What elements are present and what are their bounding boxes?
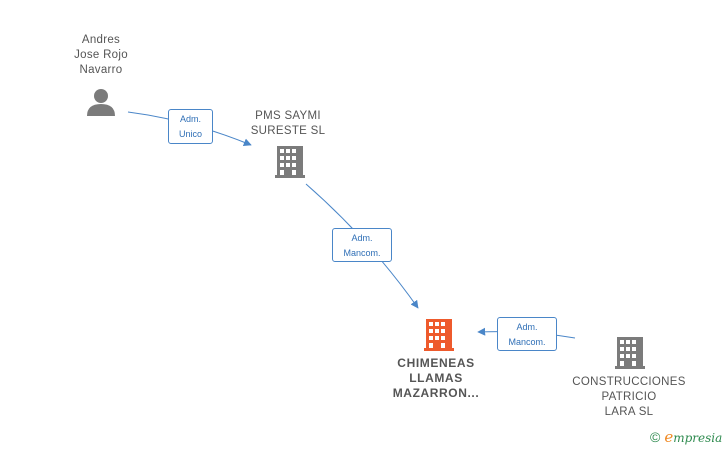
building-icon[interactable]: [275, 146, 305, 178]
node-label-line: Navarro: [79, 64, 123, 76]
node-label-construcciones[interactable]: CONSTRUCCIONES PATRICIO LARA SL: [566, 375, 692, 420]
node-label-line: Jose Rojo: [74, 49, 128, 61]
edge-label-line: Adm.: [179, 114, 201, 124]
brand-name: mpresia: [673, 431, 723, 445]
node-label-line: PMS SAYMI: [255, 110, 321, 122]
building-icon[interactable]: [615, 337, 645, 369]
building-icon[interactable]: [424, 319, 454, 351]
edge-label-adm-unico[interactable]: Adm. Unico: [168, 109, 213, 144]
node-label-line: LLAMAS: [409, 371, 463, 385]
copyright-icon: ©: [650, 429, 661, 445]
edge-label-line: Adm.: [516, 322, 538, 332]
node-label-line: SURESTE SL: [250, 125, 326, 137]
node-label-line: CHIMENEAS: [397, 356, 475, 370]
node-label-line: Andres: [81, 34, 121, 46]
node-label-person[interactable]: Andres Jose Rojo Navarro: [56, 33, 146, 78]
edge-label-line: Unico: [178, 129, 202, 139]
node-label-line: PATRICIO: [601, 391, 657, 403]
edge-label-line: Adm.: [351, 233, 373, 243]
edge-label-line: Mancom.: [343, 248, 381, 258]
node-label-line: MAZARRON...: [392, 386, 480, 400]
node-label-line: CONSTRUCCIONES: [572, 376, 686, 388]
node-label-line: LARA SL: [604, 406, 654, 418]
person-icon[interactable]: [87, 89, 115, 116]
node-label-main[interactable]: CHIMENEAS LLAMAS MAZARRON...: [376, 356, 496, 401]
brand-initial: e: [664, 428, 674, 446]
node-label-pms[interactable]: PMS SAYMI SURESTE SL: [232, 109, 344, 139]
edge-label-adm-mancom[interactable]: Adm. Mancom.: [497, 317, 557, 351]
edge-label-adm-mancom[interactable]: Adm. Mancom.: [332, 228, 392, 262]
brand-logo: ©empresia: [650, 428, 722, 446]
edge-label-line: Mancom.: [508, 337, 546, 347]
